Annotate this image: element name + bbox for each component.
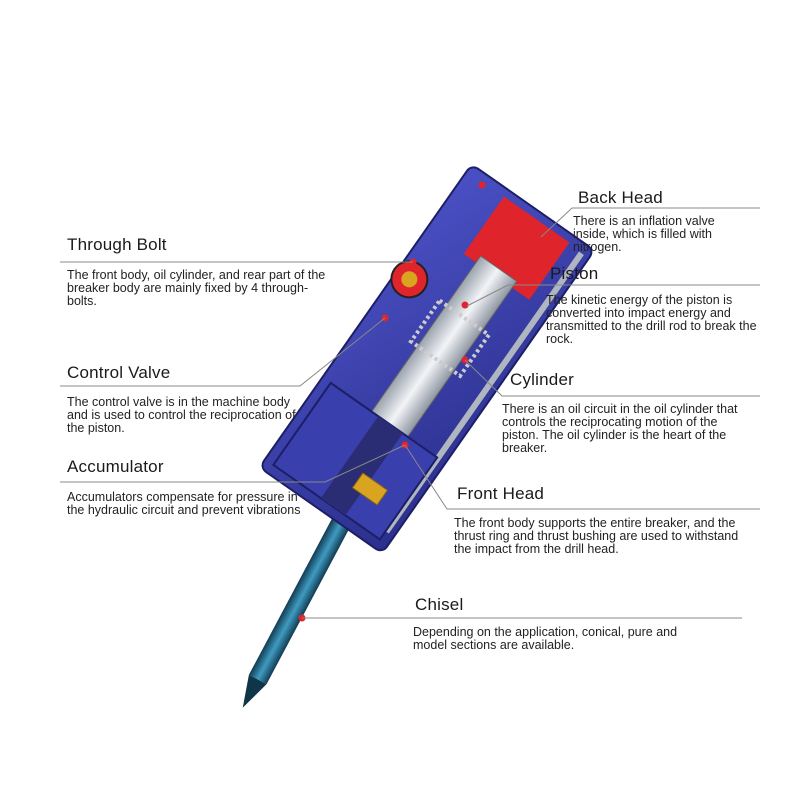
leader-piston [466,284,760,307]
leader-front-head [404,444,760,510]
accumulator-body [351,472,389,506]
leader-accumulator [60,444,406,483]
leader-lines [60,207,760,619]
chisel-description: Depending on the application, conical, p… [413,625,678,652]
control-valve-description: The control valve is in the machine body… [67,395,296,435]
front-head-title: Front Head [457,484,545,503]
cylinder-description: There is an oil circuit in the oil cylin… [502,402,738,455]
piston-spring [408,297,492,379]
through-bolt-title: Through Bolt [67,235,167,254]
front-head-description: The front body supports the entire break… [454,516,739,556]
chisel-shaft [248,480,370,685]
leader-back-head [540,207,760,238]
chisel-title: Chisel [415,595,464,614]
cylinder-title: Cylinder [510,370,574,389]
control-valve-title: Control Valve [67,363,171,382]
chisel-part [242,480,370,708]
front-head-bore [320,416,403,516]
breaker-body [261,166,593,552]
piston-title: Piston [550,264,599,283]
chisel-tip [242,674,267,708]
accumulator-part [351,472,389,506]
back-head-chamber [463,196,570,300]
back-head-title: Back Head [578,188,663,207]
accumulator-description: Accumulators compensate for pressure in … [67,490,301,517]
back-head-description: There is an inflation valve inside, whic… [573,214,715,254]
leader-control-valve [60,317,386,387]
marker-dot [532,233,540,241]
marker-dot [478,181,486,189]
leader-cylinder [464,359,760,397]
marker-dot [461,301,469,309]
piston-description: The kinetic energy of the piston is conv… [546,293,757,346]
control-valve-core [401,271,418,288]
through-bolt-description: The front body, oil cylinder, and rear p… [67,268,326,308]
accumulator-title: Accumulator [67,457,164,476]
